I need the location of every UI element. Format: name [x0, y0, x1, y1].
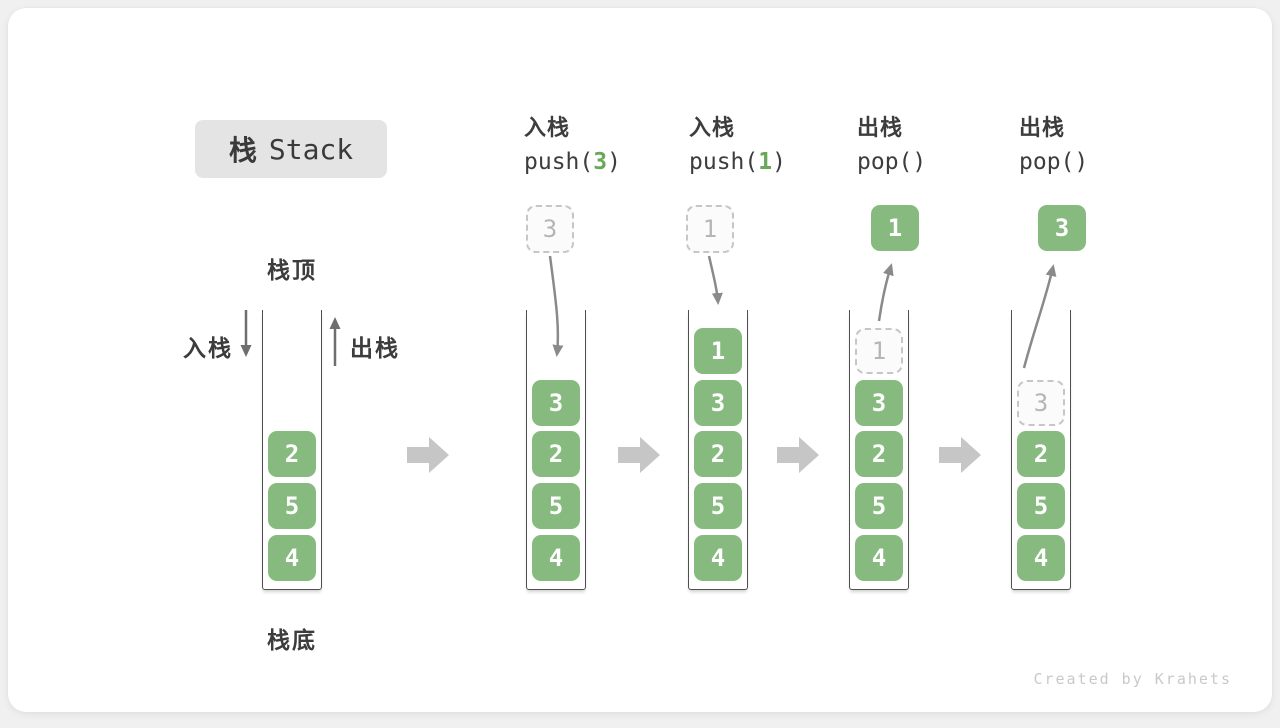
- title-cjk: 栈: [228, 135, 257, 166]
- diagram-card: 栈 Stack 入栈 push(3) 入栈 push(1) 出栈 pop() 出…: [8, 8, 1272, 712]
- code-post: ): [607, 149, 621, 175]
- stack-cell: 4: [1017, 535, 1065, 581]
- incoming-value-box: 3: [526, 205, 574, 253]
- code-post: ): [1074, 149, 1089, 175]
- op-label-pop-first: 出栈 pop(): [857, 114, 1027, 177]
- stack-cell: 1: [694, 328, 742, 374]
- op-label-push-3: 入栈 push(3): [524, 114, 694, 177]
- stack-cell: 2: [532, 431, 580, 477]
- stack-container: [262, 310, 322, 590]
- step-arrow-4: [939, 437, 981, 473]
- pop-side-label: 出栈: [350, 335, 400, 361]
- op-code: pop(): [1019, 147, 1189, 177]
- code-pre: push(: [524, 149, 594, 175]
- op-name: 出栈: [857, 115, 904, 140]
- stack-cell: 3: [532, 380, 580, 426]
- stack-cell: 5: [694, 483, 742, 529]
- stack-cell: 4: [268, 535, 316, 581]
- stack-after-push-3: 3 3 2 5 4: [526, 203, 586, 603]
- stack-cell: 5: [1017, 483, 1065, 529]
- code-pre: pop(: [857, 149, 913, 175]
- stack-after-push-1: 1 1 3 2 5 4: [686, 203, 748, 603]
- incoming-value-box: 1: [686, 205, 734, 253]
- popped-value-box: 3: [1038, 205, 1086, 251]
- op-label-push-1: 入栈 push(1): [689, 114, 859, 177]
- stack-container: [526, 310, 586, 590]
- stack-after-pop-1: 1 1 3 2 5 4: [849, 203, 919, 603]
- push-side-label: 入栈: [183, 335, 233, 361]
- step-arrow-1: [407, 437, 449, 473]
- op-name: 入栈: [524, 115, 571, 140]
- stack-cell: 2: [268, 431, 316, 477]
- stack-container: [1011, 310, 1071, 590]
- code-post: ): [772, 149, 786, 175]
- stack-cell: 2: [1017, 431, 1065, 477]
- code-post: ): [912, 149, 927, 175]
- stack-cell: 2: [855, 431, 903, 477]
- stack-top-label: 栈顶: [267, 257, 317, 283]
- stack-cell: 5: [532, 483, 580, 529]
- stack-cell: 4: [855, 535, 903, 581]
- code-pre: push(: [689, 149, 759, 175]
- step-arrow-3: [777, 437, 819, 473]
- code-pre: pop(: [1019, 149, 1075, 175]
- stack-cell: 5: [268, 483, 316, 529]
- stack-container: [688, 310, 748, 590]
- popped-value-box: 1: [871, 205, 919, 251]
- op-name: 出栈: [1019, 115, 1066, 140]
- step-arrow-2: [618, 437, 660, 473]
- popped-slot-ghost: 1: [855, 328, 903, 374]
- stack-cell: 5: [855, 483, 903, 529]
- stack-after-pop-3: 3 3 2 5 4: [1011, 203, 1086, 603]
- op-code: push(1): [689, 147, 859, 177]
- code-arg: 3: [593, 149, 608, 175]
- stack-cell: 2: [694, 431, 742, 477]
- stack-cell: 4: [532, 535, 580, 581]
- stack-initial: 2 5 4: [262, 203, 322, 603]
- op-label-pop-second: 出栈 pop(): [1019, 114, 1189, 177]
- code-arg: 1: [758, 149, 773, 175]
- stack-bottom-label: 栈底: [267, 627, 317, 653]
- stack-cell: 3: [694, 380, 742, 426]
- title-latin: Stack: [268, 132, 354, 166]
- stack-cell: 3: [855, 380, 903, 426]
- stack-cell: 4: [694, 535, 742, 581]
- op-code: pop(): [857, 147, 1027, 177]
- popped-slot-ghost: 3: [1017, 380, 1065, 426]
- title-badge: 栈 Stack: [195, 120, 387, 178]
- op-code: push(3): [524, 147, 694, 177]
- stack-container: [849, 310, 909, 590]
- op-name: 入栈: [689, 115, 736, 140]
- footer-credit: Created by Krahets: [1033, 670, 1232, 688]
